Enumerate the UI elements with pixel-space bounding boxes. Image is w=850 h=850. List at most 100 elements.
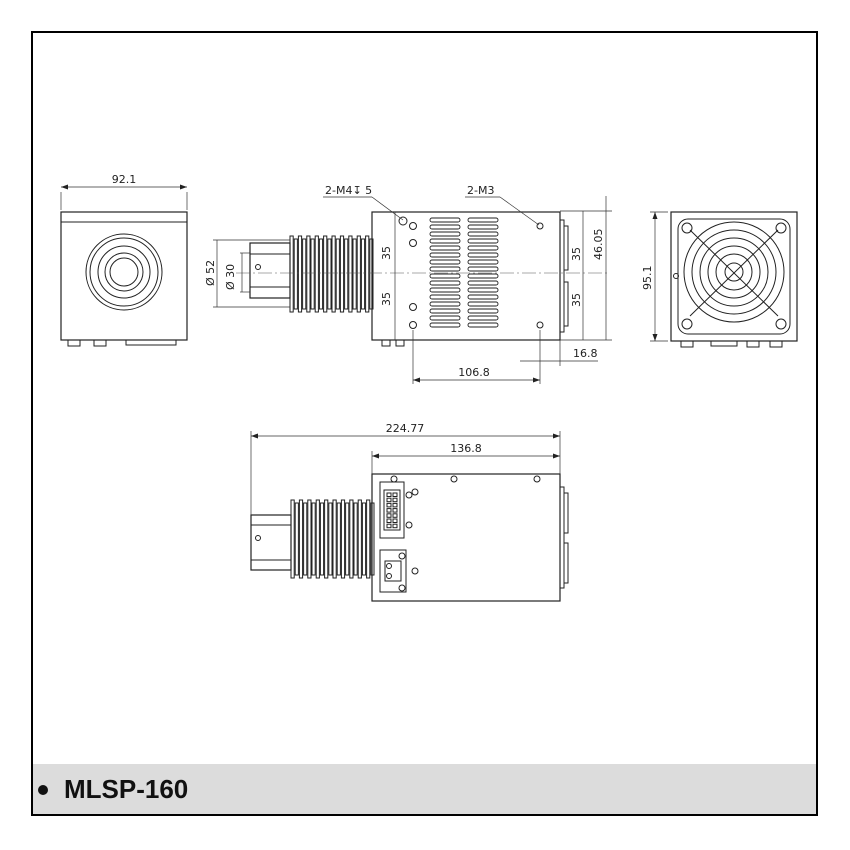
vent-slot [467, 238, 499, 244]
heatsink-fin [314, 235, 319, 313]
heatsink-fin [348, 235, 353, 313]
outer-diameter-label: Ø 52 [204, 260, 217, 286]
heatsink-fin [335, 238, 340, 310]
connector-pin [392, 497, 398, 503]
vent-slot [429, 315, 461, 321]
caption-bullet [38, 785, 48, 795]
connector-pin [386, 513, 392, 518]
heatsink-fin [331, 235, 336, 313]
side-view: Ø 52 Ø 30 35 35 2-M4↧ 5 2-M3 35 35 46.05… [204, 184, 612, 384]
heatsink-fin [302, 238, 307, 310]
connector-pin [386, 497, 392, 503]
heatsink-fin [339, 235, 345, 313]
connector-pin [392, 523, 398, 529]
overall-length-label: 224.77 [386, 422, 425, 435]
vent-slot [467, 308, 499, 314]
heatsink-fin [318, 238, 324, 310]
hole-span-label: 106.8 [458, 366, 490, 379]
caption-bar [33, 764, 816, 814]
vent-slot [429, 280, 461, 286]
vent-slot [467, 266, 499, 272]
vent-slot [429, 217, 461, 223]
vent-slot [429, 301, 461, 307]
heatsink-fin [315, 499, 320, 579]
vent-slot [467, 224, 499, 230]
connector-pin [386, 518, 392, 523]
vent-slot [429, 273, 461, 279]
heatsink-fin [332, 499, 337, 579]
vent-slot [429, 308, 461, 314]
vent-slot [467, 315, 499, 321]
vent-slot [467, 259, 499, 265]
right-offset-label: 46.05 [592, 229, 605, 261]
rear-height-label: 95.1 [641, 266, 654, 291]
heatsink-fin [369, 238, 374, 310]
heatsink-fin [345, 502, 350, 576]
right-lower-spacing-label: 35 [570, 293, 583, 307]
connector-pin [392, 518, 398, 523]
front-view: 92.1 [60, 173, 188, 347]
connector-pin [386, 492, 392, 497]
heatsink-fin [340, 499, 346, 579]
vent-slot [429, 231, 461, 237]
heatsink-fin [303, 502, 308, 576]
body-length-label: 136.8 [450, 442, 482, 455]
vent-slot [429, 238, 461, 244]
heatsink-fin [293, 238, 298, 310]
heatsink-fin [366, 499, 371, 579]
rear-view: 95.1 [641, 211, 798, 348]
top-view: 224.77 136.8 [250, 422, 569, 602]
fan-holes-label: 2-M3 [467, 184, 494, 197]
vent-slot [467, 301, 499, 307]
vent-slot [467, 252, 499, 258]
heatsink-fin [324, 499, 329, 579]
vent-slot [429, 224, 461, 230]
connector-pin [386, 502, 392, 508]
vent-slot [429, 287, 461, 293]
vent-slot [467, 287, 499, 293]
heatsink-fin [349, 499, 354, 579]
heatsink-fin [365, 235, 370, 313]
vent-slot [467, 245, 499, 251]
connector-pin [386, 508, 392, 513]
heatsink-fin [306, 235, 311, 313]
connector-pin [392, 508, 398, 513]
connector-pin [392, 502, 398, 508]
heatsink-fin [327, 238, 332, 310]
heatsink-fin [353, 502, 358, 576]
heatsink-fin [289, 235, 294, 313]
vent-slot [429, 245, 461, 251]
heatsink-fin [344, 238, 349, 310]
heatsink-fin [357, 499, 362, 579]
right-upper-spacing-label: 35 [570, 247, 583, 261]
heatsink-fin [323, 235, 328, 313]
model-name: MLSP-160 [64, 774, 189, 804]
heatsink-fin [356, 235, 361, 313]
heatsink-fin [352, 238, 357, 310]
connector-pin [386, 523, 392, 529]
heatsink-fin [360, 238, 366, 310]
heatsink-fin [297, 235, 303, 313]
front-width-label: 92.1 [112, 173, 137, 186]
upper-spacing-label: 35 [380, 246, 393, 260]
drawing-frame [31, 31, 818, 816]
connector-pin [392, 513, 398, 518]
heatsink-fin [310, 238, 315, 310]
vent-slot [429, 266, 461, 272]
heatsink-fin [328, 502, 333, 576]
mount-holes-label: 2-M4↧ 5 [325, 184, 372, 197]
edge-offset-label: 16.8 [573, 347, 598, 360]
heatsink-fin [319, 502, 325, 576]
vent-slot [467, 294, 499, 300]
vent-slot [429, 322, 461, 328]
vent-slot [467, 273, 499, 279]
heatsink-fin [307, 499, 312, 579]
vent-slot [429, 252, 461, 258]
vent-slot [467, 280, 499, 286]
inner-diameter-label: Ø 30 [224, 264, 237, 290]
heatsink-fin [336, 502, 341, 576]
heatsink-fin [290, 499, 295, 579]
heatsink-fin [298, 499, 304, 579]
heatsink-fin [311, 502, 316, 576]
